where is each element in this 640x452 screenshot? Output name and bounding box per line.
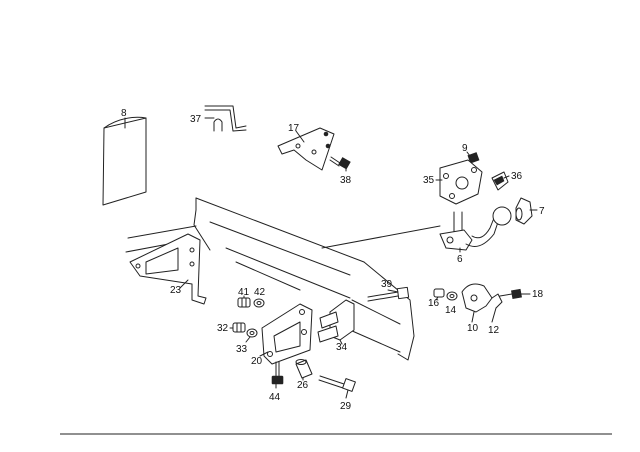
callout-42: 42	[254, 287, 266, 298]
callout-6: 6	[457, 254, 463, 265]
crossbar-frame[interactable]	[125, 197, 415, 361]
part-39-long-bolt[interactable]	[367, 286, 410, 302]
part-35-socket-plate[interactable]	[439, 159, 483, 205]
callout-38: 38	[340, 175, 352, 186]
callout-12: 12	[488, 325, 500, 336]
part-23-left-bracket[interactable]	[129, 233, 207, 305]
part-44-screw[interactable]	[271, 361, 284, 385]
callout-35: 35	[423, 175, 435, 186]
callout-32: 32	[217, 323, 229, 334]
callout-18: 18	[532, 289, 544, 300]
part-6-tow-ball-neck[interactable]	[439, 206, 512, 251]
callout-23: 23	[170, 285, 182, 296]
part-12-clip[interactable]	[491, 293, 503, 309]
part-33-washer[interactable]	[246, 328, 258, 338]
part-38-screw[interactable]	[329, 156, 351, 170]
callout-26: 26	[297, 380, 309, 391]
callout-33: 33	[236, 344, 248, 355]
callout-20: 20	[251, 356, 263, 367]
callout-39: 39	[381, 279, 393, 290]
part-29-bolt[interactable]	[318, 375, 356, 392]
part-14-washer[interactable]	[446, 291, 458, 301]
callout-44: 44	[269, 392, 281, 403]
part-17-bracket[interactable]	[277, 127, 335, 171]
callout-37: 37	[190, 114, 202, 125]
callout-10: 10	[467, 323, 479, 334]
part-41-nut[interactable]	[237, 297, 251, 308]
callout-17: 17	[288, 123, 300, 134]
part-20-bracket-plate[interactable]	[261, 303, 313, 365]
part-18-screw[interactable]	[499, 288, 522, 299]
rod-axis-line	[321, 225, 441, 249]
callout-9: 9	[462, 143, 468, 154]
callout-8: 8	[121, 108, 127, 119]
part-10-bracket[interactable]	[461, 283, 493, 313]
part-37-handle-bar[interactable]	[204, 105, 247, 132]
part-16-nut[interactable]	[433, 288, 445, 298]
part-34-side-plate[interactable]	[317, 299, 355, 343]
part-7-ball-cap[interactable]	[515, 197, 533, 225]
part-26-sleeve[interactable]	[295, 359, 313, 379]
part-8-cover[interactable]	[102, 116, 147, 206]
part-32-nut[interactable]	[232, 322, 246, 333]
part-36-clip[interactable]	[491, 171, 509, 191]
callout-7: 7	[539, 206, 545, 217]
callout-41: 41	[238, 287, 250, 298]
part-42-washer[interactable]	[253, 298, 265, 308]
callout-14: 14	[445, 305, 457, 316]
callout-16: 16	[428, 298, 440, 309]
callout-34: 34	[336, 342, 348, 353]
callout-29: 29	[340, 401, 352, 412]
callout-36: 36	[511, 171, 523, 182]
callout-labels: 8 37 17 38 9 35 36 7 6 23 41 42 39 16 14…	[121, 108, 545, 412]
leader-lines	[124, 117, 538, 399]
